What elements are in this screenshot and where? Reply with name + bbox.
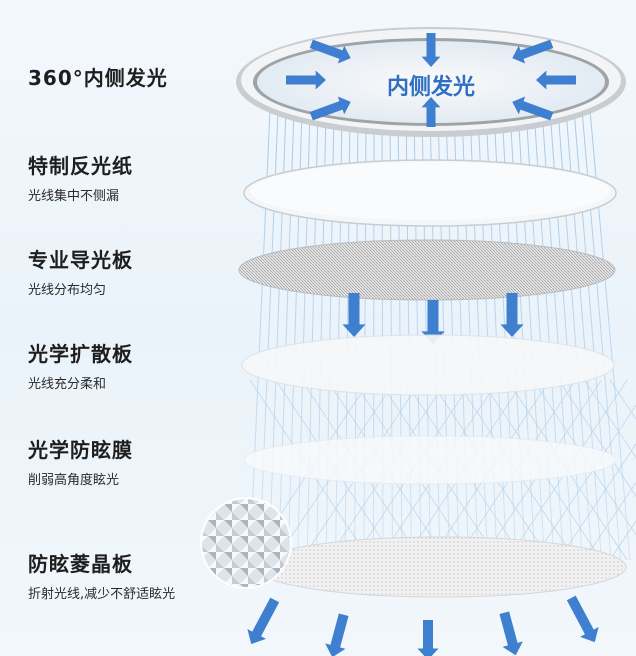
layer-crystal-plate xyxy=(253,536,627,598)
light-ray xyxy=(583,481,636,561)
layer-subtitle: 光线集中不侧漏 xyxy=(28,189,120,204)
arrow-icon xyxy=(309,96,351,121)
light-ray xyxy=(609,520,636,561)
arrow-icon xyxy=(536,70,576,90)
arrow-icon xyxy=(417,620,439,656)
layer-subtitle: 光线充分柔和 xyxy=(28,377,107,392)
layer-title: 360°内侧发光 xyxy=(28,66,168,90)
arrow-icon xyxy=(566,595,599,643)
layer-title: 特制反光纸 xyxy=(28,154,133,178)
layer-light-guide-plate xyxy=(238,239,616,301)
layer-diffuser xyxy=(241,334,615,396)
down-arrows-bottom xyxy=(247,595,599,656)
layer-label: 光学防眩膜 削弱高角度眩光 xyxy=(28,434,133,488)
layer-title: 光学防眩膜 xyxy=(28,438,133,462)
crystal-texture-icon xyxy=(200,497,292,589)
arrow-icon xyxy=(342,293,366,337)
lamp-label: 内侧发光 xyxy=(387,74,475,100)
arrow-icon xyxy=(500,293,524,337)
arrow-icon xyxy=(286,70,326,90)
arrow-icon xyxy=(499,611,523,656)
down-arrows xyxy=(342,293,524,344)
arrow-icon xyxy=(421,97,441,127)
light-ray xyxy=(583,379,636,459)
layer-labels: 360°内侧发光 特制反光纸 光线集中不侧漏 专业导光板 光线分布均匀 光学扩散… xyxy=(28,0,228,656)
arrow-icon xyxy=(421,300,445,344)
layer-title: 专业导光板 xyxy=(28,248,133,272)
layer-label: 专业导光板 光线分布均匀 xyxy=(28,244,133,298)
arrow-icon xyxy=(421,33,441,67)
layer-title: 光学扩散板 xyxy=(28,342,133,366)
light-ray xyxy=(609,379,636,420)
layer-label: 光学扩散板 光线充分柔和 xyxy=(28,338,133,392)
layer-label: 防眩菱晶板 折射光线,减少不舒适眩光 xyxy=(28,548,175,602)
arrow-icon xyxy=(325,613,349,656)
layer-label: 特制反光纸 光线集中不侧漏 xyxy=(28,150,133,204)
light-ray xyxy=(558,443,636,561)
arrow-icon xyxy=(247,597,280,645)
layer-title: 防眩菱晶板 xyxy=(28,552,133,576)
layer-anti-glare-film xyxy=(243,435,617,485)
inward-arrows xyxy=(286,33,576,127)
layer-subtitle: 折射光线,减少不舒适眩光 xyxy=(28,587,176,602)
layer-subtitle: 削弱高角度眩光 xyxy=(28,473,120,488)
layer-label: 360°内侧发光 xyxy=(28,62,168,91)
arrow-icon xyxy=(512,96,554,121)
layer-subtitle: 光线分布均匀 xyxy=(28,283,107,298)
layer-reflective-paper xyxy=(243,159,617,227)
arrow-icon xyxy=(512,39,554,64)
arrow-icon xyxy=(309,39,351,64)
